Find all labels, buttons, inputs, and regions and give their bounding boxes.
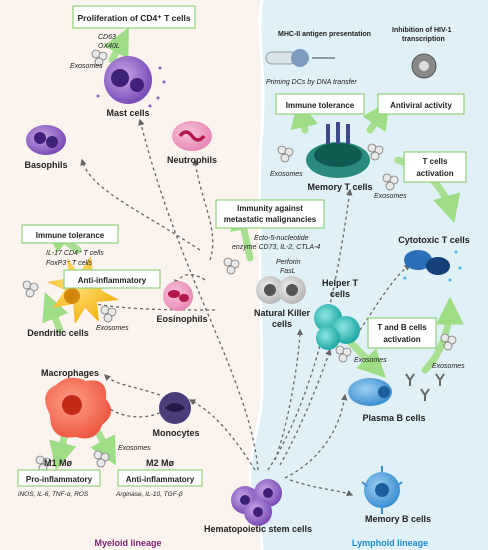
exosomes-label-mast: Exosomes [70,63,103,70]
antiviral-activity-label: Antiviral activity [390,101,452,110]
immune-tolerance-left-box [21,224,119,244]
anti-inflammatory-m2-box [117,469,203,487]
monocyte-icon [159,392,191,424]
m1-label: M1 Mø [44,458,73,468]
helper-t-cell-icon [314,304,360,350]
macrophages-label: Macrophages [41,368,99,378]
memory-t-label: Memory T cells [307,182,372,192]
tb-activation-label-2: activation [383,335,420,344]
plasma-b-label: Plasma B cells [362,413,425,423]
memory-b-label: Memory B cells [365,514,431,524]
hsc-label: Hematopoietic stem cells [204,524,312,534]
exosomes-label-helper: Exosomes [354,357,387,364]
cytotoxic-t-label: Cytotoxic T cells [398,235,470,245]
exosome-labels: Exosomes Exosomes Exosomes Exosomes Exos… [70,63,465,452]
nk-cell-icon [256,276,306,304]
eosinophil-icon [163,281,193,311]
basophil-icon [26,125,66,155]
m1-markers: iNOS, IL-6, TNF-α, ROS [18,491,89,498]
lymphoid-background [249,0,488,550]
ox40l-annotation: OX40L [98,43,120,50]
cd4-proliferation-box [72,5,196,29]
cytotoxic-t-cell-icon [403,250,462,282]
immune-tolerance-right-label: Immune tolerance [286,101,355,110]
hematopoietic-stem-cell-icon [231,479,282,526]
immunity-label-2: metastatic malignancies [224,215,317,224]
nk-label-2: cells [272,319,292,329]
anti-inflammatory-m2-label: Anti-inflammatory [126,475,195,484]
function-boxes [17,5,467,487]
neutrophil-icon [172,121,212,151]
lymphoid-lineage-label: Lymphoid lineage [352,538,428,548]
dna-transfer-icon [265,49,335,67]
exosome-clusters [22,49,457,473]
helper-t-label-2: cells [330,289,350,299]
cd63-annotation: CD63 [98,34,116,41]
hiv-virus-icon [411,53,437,79]
memory-b-cell-icon [361,466,403,514]
exosomes-label-plasma: Exosomes [432,363,465,370]
basophils-label: Basophils [24,160,67,170]
hiv-header-2: transcription [402,36,445,43]
myeloid-lineage-label: Myeloid lineage [94,538,161,548]
ecto-annotation-2: enzyme CD73, IL-2, CTLA-4 [232,244,320,251]
pro-inflammatory-box [17,469,101,487]
exosomes-label-macrophage: Exosomes [118,445,151,452]
helper-t-label-1: Helper T [322,278,359,288]
nk-label-1: Natural Killer [254,308,311,318]
antiviral-activity-box [377,93,465,115]
anti-inflammatory-dc-box [63,269,161,289]
mast-cell-icon [96,56,166,108]
pro-inflammatory-label: Pro-inflammatory [26,475,93,484]
dendritic-cells-label: Dendritic cells [27,328,89,338]
t-cells-activation-box [403,151,467,183]
neutrophils-label: Neutrophils [167,155,217,165]
m2-label: M2 Mø [146,458,175,468]
lineage-arrows [78,118,412,497]
tb-activation-label-1: T and B cells [377,323,427,332]
m2-markers: Arginase, IL-10, TGF-β [115,491,183,498]
priming-caption: Priming DCs by DNA transfer [266,79,357,86]
dendritic-cell-icon [47,256,119,324]
cd4-proliferation-label: Proliferation of CD4⁺ T cells [77,13,190,23]
hiv-header-1: Inhibition of HIV-1 [392,27,452,34]
lineage-divider [248,0,265,550]
anti-inflammatory-dc-label: Anti-inflammatory [78,276,147,285]
immunity-malignancies-box [215,199,325,229]
memory-t-cell-icon [306,122,370,178]
immune-tolerance-right-box [275,93,365,115]
fasl-annotation: FasL [280,268,296,275]
foxp3-annotation: FoxP3⁺ T cells [46,260,93,267]
mast-cells-label: Mast cells [106,108,149,118]
eosinophils-label: Eosinophils [156,314,207,324]
tb-activation-box [367,317,437,349]
exosomes-label-dc: Exosomes [96,325,129,332]
mhc-header: MHC-II antigen presentation [278,31,371,38]
t-cells-activation-label-2: activation [416,169,453,178]
monocytes-label: Monocytes [152,428,199,438]
macrophage-icon [45,377,112,439]
perforin-annotation: Perforin [276,259,301,266]
exosomes-label-cytotoxic: Exosomes [374,193,407,200]
ecto-annotation-1: Ecto-5-nucleotide [254,235,309,242]
immunity-label-1: Immunity against [237,204,303,213]
il17-annotation: IL-17 CD4⁺ T cells [46,250,104,257]
plasma-b-cell-icon [348,373,445,406]
exosomes-label-memory-t: Exosomes [270,171,303,178]
t-cells-activation-label-1: T cells [423,157,448,166]
immune-tolerance-left-label: Immune tolerance [36,231,105,240]
